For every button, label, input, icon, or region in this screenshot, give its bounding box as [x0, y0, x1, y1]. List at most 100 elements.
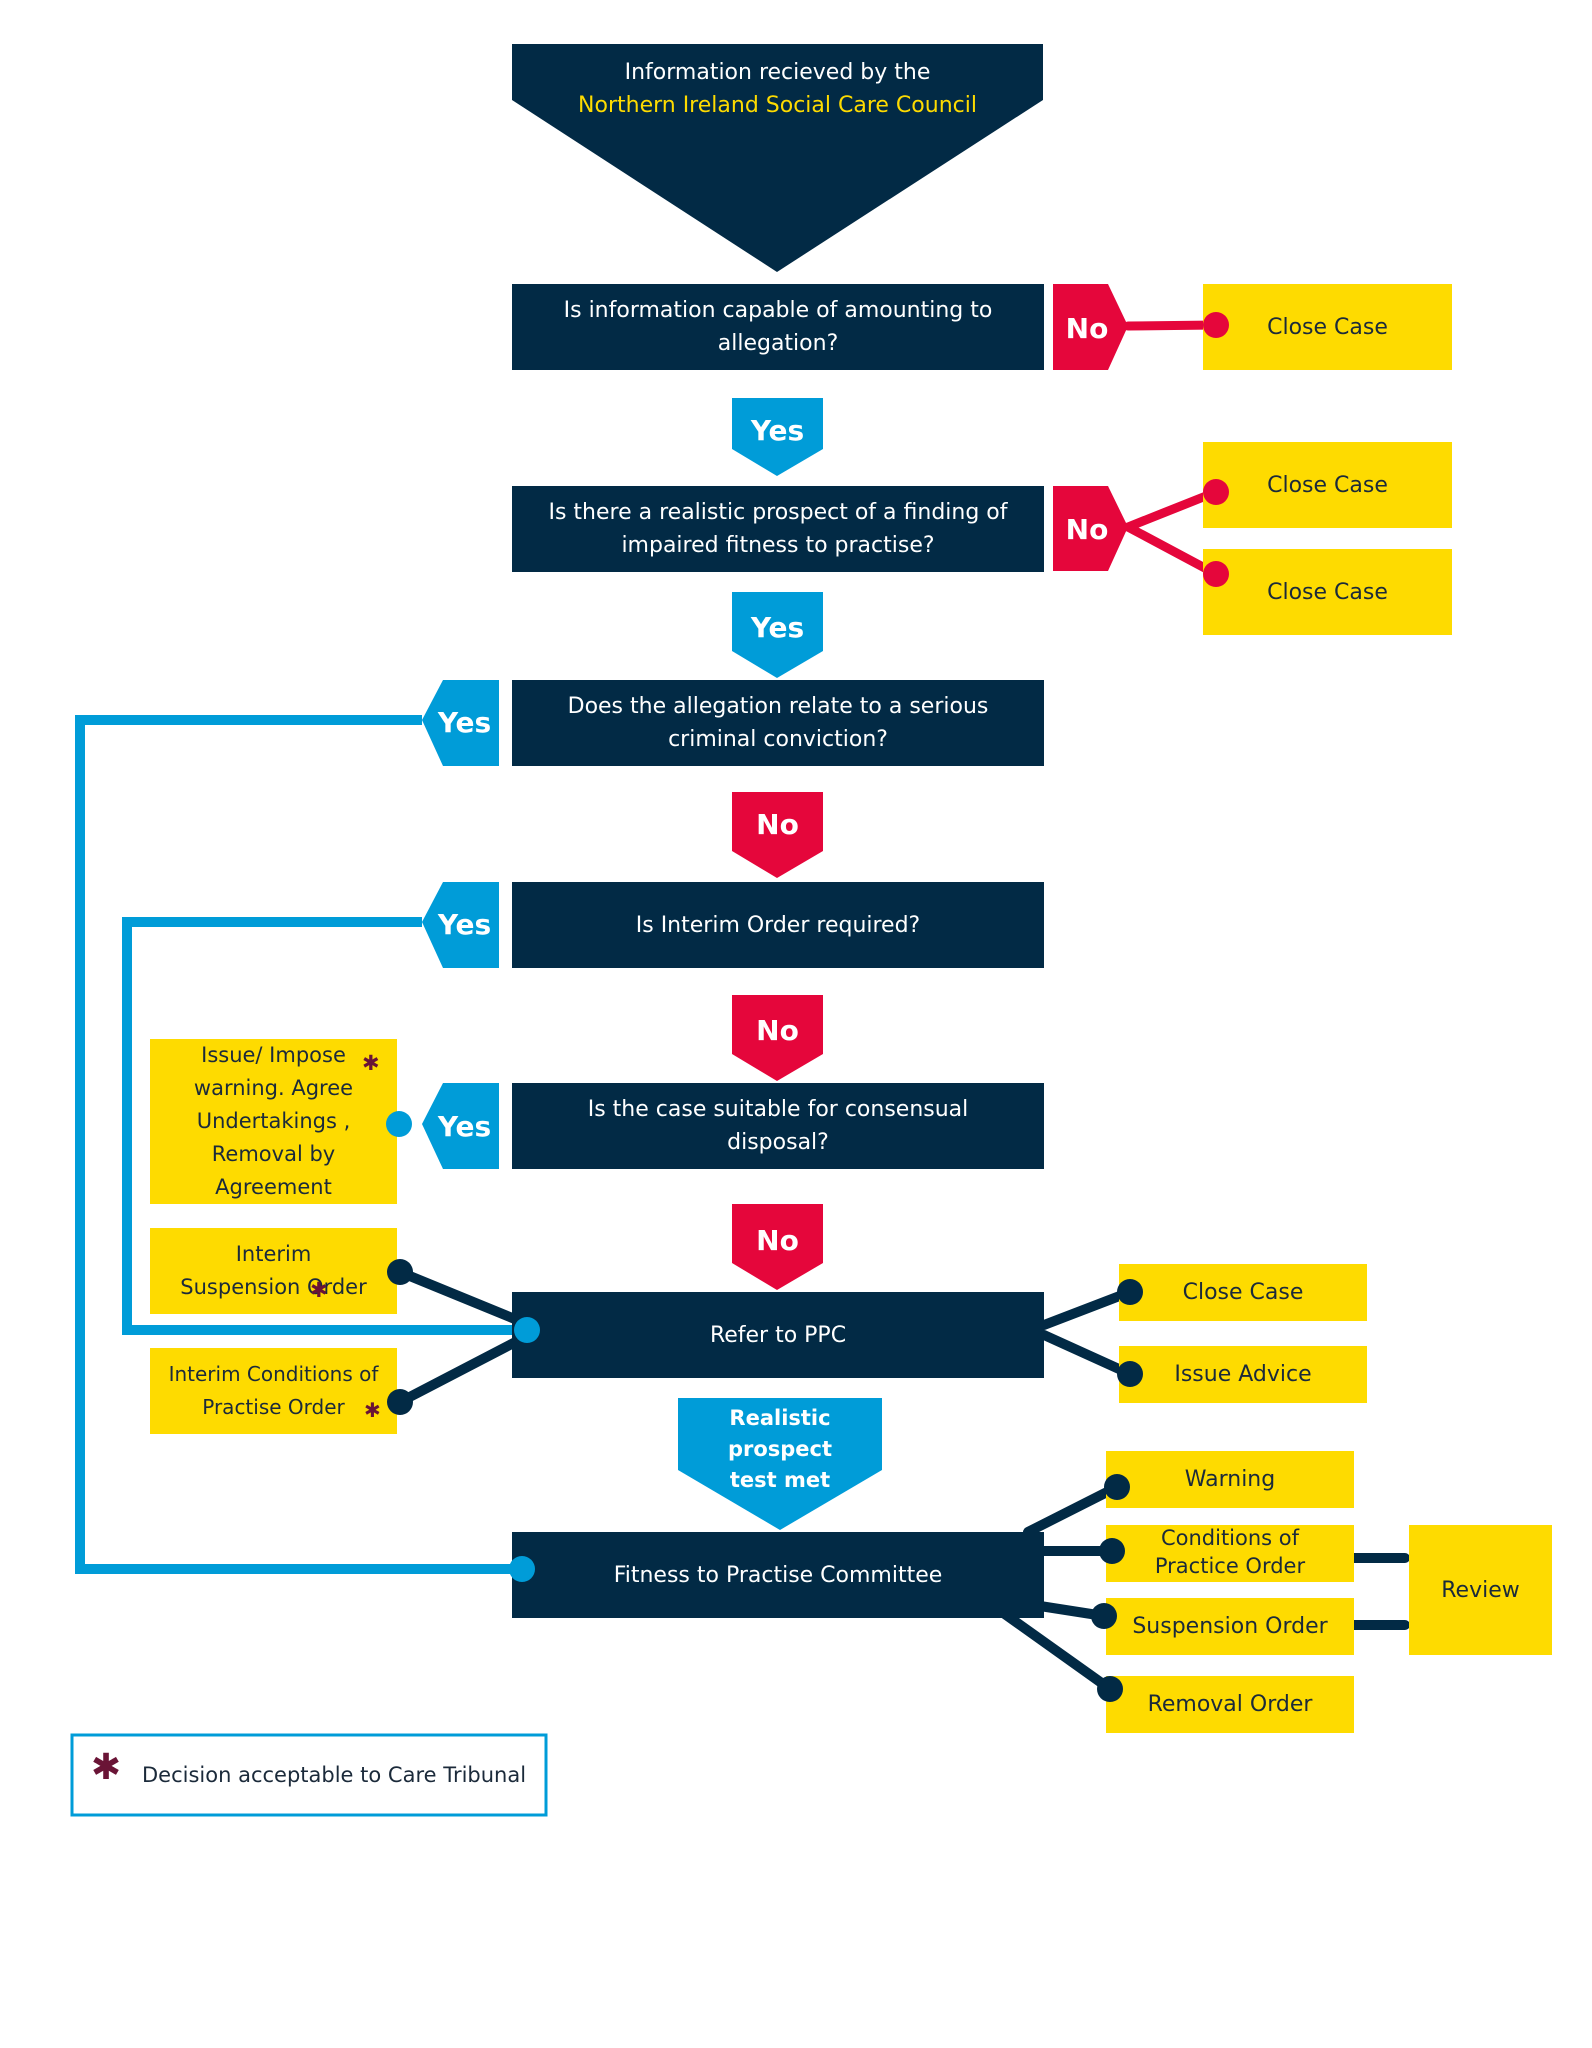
legend-box [70, 1733, 548, 1817]
removal-order-box [1106, 1676, 1354, 1733]
no-arrow-3-label: No [756, 807, 799, 841]
question-5-text: Is the case suitable for consensual disp… [587, 1097, 969, 1155]
connector-committee-warning [1023, 1482, 1122, 1537]
close-case-box-2 [1203, 442, 1452, 528]
tribunal-asterisk-1: ✱ [362, 1051, 380, 1075]
dot-interim-suspension [387, 1259, 413, 1285]
connector-ppc-interim-suspension [395, 1267, 532, 1329]
issue-advice-text: Issue Advice [1174, 1362, 1312, 1387]
start-line2: Northern Ireland Social Care Council [578, 93, 977, 118]
ppc-box [512, 1292, 1044, 1378]
realistic-arrow-shape [678, 1398, 882, 1530]
question-box-5 [512, 1083, 1044, 1169]
interim-suspension-box [150, 1228, 397, 1314]
dot-close-case-ppc [1117, 1279, 1143, 1305]
close-case-box-3 [1203, 549, 1452, 635]
yes-arrow-2-label: Yes [750, 610, 805, 644]
committee-box [512, 1532, 1044, 1618]
no-tag-1-label: No [1065, 311, 1109, 345]
no-arrow-4-label: No [756, 1013, 799, 1047]
dot-committee-left [509, 1556, 535, 1582]
connector-committee-removal [997, 1607, 1115, 1694]
question-3-text: Does the allegation relate to a serious … [567, 694, 989, 752]
yes-tag-5-label: Yes [437, 1109, 492, 1143]
dot-suspension [1091, 1603, 1117, 1629]
question-4-text: Is Interim Order required? [635, 912, 921, 938]
question-box-1 [512, 284, 1044, 370]
dot-removal [1097, 1676, 1123, 1702]
interim-conditions-label: Interim Conditions of Practise Order [168, 1362, 379, 1419]
no-tag-1-shape [1053, 284, 1128, 370]
connector-ppc-issue-advice [1039, 1330, 1135, 1379]
question-box-3 [512, 680, 1044, 766]
dot-no-close-2a [1203, 479, 1229, 505]
suspension-order-text: Suspension Order [1132, 1614, 1328, 1639]
connector-ppc-close-case [1039, 1287, 1135, 1330]
connector-ppc-interim-conditions [395, 1331, 532, 1407]
interim-suspension-label: Interim Suspension Order [180, 1242, 367, 1299]
no-tag-2-label: No [1065, 512, 1109, 546]
yes-tag-3-label: Yes [437, 705, 492, 739]
no-tag-2-shape [1053, 486, 1128, 571]
dot-ppc-left [514, 1317, 540, 1343]
conditions-order-box [1106, 1525, 1354, 1582]
no-arrow-5-shape [732, 1204, 823, 1290]
dot-issue-advice [1117, 1361, 1143, 1387]
start-text: Information recieved by the Northern Ire… [512, 50, 1043, 128]
realistic-arrow-label: Realistic prospect test met [727, 1405, 833, 1492]
close-case-box-ppc [1119, 1264, 1367, 1321]
start-shape [512, 44, 1043, 272]
question-box-2 [512, 486, 1044, 572]
close-case-1-text: Close Case [1267, 314, 1388, 340]
connector-no-close-case-2a [1123, 487, 1221, 532]
interim-conditions-box [150, 1348, 397, 1434]
close-case-3-text: Close Case [1267, 579, 1388, 605]
issue-advice-box [1119, 1346, 1367, 1403]
dot-consensual [386, 1111, 412, 1137]
connector-no-close-case-1 [1123, 320, 1221, 331]
committee-text: Fitness to Practise Committee [613, 1562, 943, 1588]
review-text: Review [1441, 1577, 1520, 1603]
question-1-text: Is information capable of amounting to a… [563, 298, 993, 356]
removal-order-text: Removal Order [1147, 1692, 1313, 1717]
conditions-order-text: Conditions of Practice Order [1154, 1526, 1306, 1578]
dot-no-close-2b [1203, 561, 1229, 587]
yes-tag-5-shape [422, 1083, 499, 1169]
legend-symbol: ✱ [90, 1746, 122, 1788]
question-2-text: Is there a realistic prospect of a findi… [548, 500, 1008, 558]
consensual-outcome-label: Issue/ Impose warning. Agree Undertaking… [193, 1043, 354, 1199]
no-arrow-4-shape [732, 995, 823, 1081]
yes-arrow-1-shape [732, 398, 823, 476]
dot-no-close-1 [1203, 312, 1229, 338]
warning-box [1106, 1451, 1354, 1508]
review-box [1409, 1525, 1552, 1655]
interim-suspension-text: Interim Suspension Order ✱ [150, 1228, 397, 1314]
tribunal-asterisk-2: ✱ [310, 1278, 328, 1302]
close-case-box-1 [1203, 284, 1452, 370]
legend-text: Decision acceptable to Care Tribunal [142, 1763, 527, 1787]
tribunal-asterisk-3: ✱ [364, 1398, 381, 1422]
close-case-ppc-text: Close Case [1182, 1280, 1304, 1305]
consensual-outcome-box [150, 1039, 397, 1204]
yes-tag-4-shape [422, 882, 499, 968]
no-arrow-5-label: No [756, 1223, 799, 1257]
warning-text: Warning [1184, 1467, 1276, 1492]
dot-warning [1104, 1474, 1130, 1500]
yes-tag-4-label: Yes [437, 907, 492, 941]
connector-conviction-to-committee [75, 715, 522, 1574]
yes-tag-3-shape [422, 680, 499, 766]
dot-conditions [1099, 1538, 1125, 1564]
start-line1: Information recieved by the [624, 60, 931, 85]
dot-interim-conditions [387, 1389, 413, 1415]
suspension-order-box [1106, 1598, 1354, 1655]
ppc-text: Refer to PPC [709, 1322, 847, 1348]
yes-arrow-1-label: Yes [750, 413, 805, 447]
no-arrow-3-shape [732, 792, 823, 878]
connector-interim-to-ppc [122, 917, 527, 1335]
question-box-4 [512, 882, 1044, 968]
yes-arrow-2-shape [732, 592, 823, 678]
close-case-2-text: Close Case [1267, 472, 1388, 498]
connector-no-close-case-2b [1123, 522, 1221, 579]
interim-conditions-text: Interim Conditions of Practise Order ✱ [150, 1348, 397, 1434]
